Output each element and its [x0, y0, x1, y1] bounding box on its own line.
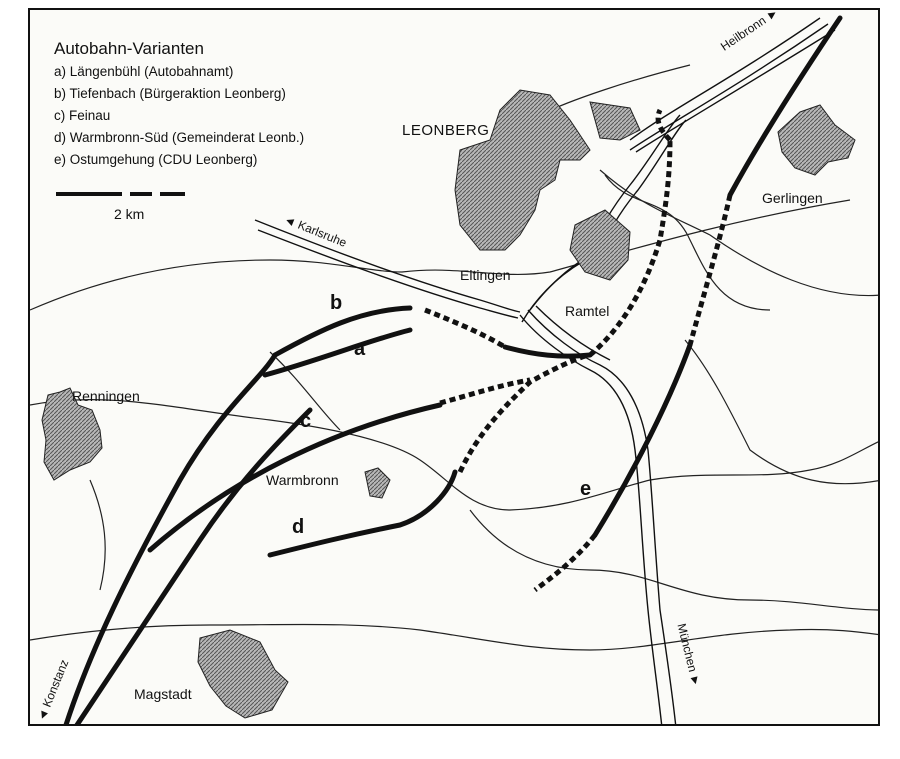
route-c-solid: [147, 402, 443, 553]
legend-item-d: d) Warmbronn-Süd (Gemeinderat Leonb.): [54, 130, 305, 145]
map-drawing: [30, 15, 878, 724]
legend: Autobahn-Varianten a) Längenbühl (Autoba…: [54, 38, 304, 171]
route-a-solid: [262, 327, 413, 378]
scale: 2 km: [54, 190, 244, 230]
legend-item-e: e) Ostumgehung (CDU Leonberg): [54, 152, 258, 167]
route-b-west-solid: [74, 407, 313, 724]
town-gerlingen-area: [777, 104, 856, 176]
variant-label-b: b: [330, 292, 343, 314]
legend-title: Autobahn-Varianten: [54, 39, 204, 58]
variant-label-c: c: [300, 410, 312, 432]
legend-item-b: b) Tiefenbach (Bürgeraktion Leonberg): [54, 86, 286, 101]
variant-label-d: d: [292, 516, 305, 538]
place-warmbronn: Warmbronn: [266, 472, 339, 488]
map-frame: Autobahn-Varianten a) Längenbühl (Autoba…: [28, 8, 880, 726]
route-e-south-solid: [592, 342, 693, 538]
town-warmbronn-area: [364, 467, 391, 499]
legend-item-c: c) Feinau: [54, 108, 111, 123]
town-magstadt-area: [197, 629, 289, 719]
place-magstadt: Magstadt: [134, 686, 192, 702]
legend-item-a: a) Längenbühl (Autobahnamt): [54, 64, 234, 79]
variant-label-a: a: [354, 338, 366, 360]
place-gerlingen: Gerlingen: [762, 190, 823, 206]
place-ramtel: Ramtel: [565, 303, 610, 319]
route-e-north-solid: [727, 15, 843, 198]
town-ramtel-area: [569, 209, 631, 281]
scale-label: 2 km: [114, 206, 145, 222]
town-areas: [41, 89, 856, 719]
place-renningen: Renningen: [72, 388, 140, 404]
place-eltingen: Eltingen: [460, 267, 511, 283]
place-leonberg: LEONBERG: [402, 122, 490, 139]
route-d-solid: [267, 469, 458, 558]
variant-label-e: e: [580, 478, 592, 500]
route-a-west-solid: [63, 352, 278, 724]
variant-dashed-routes: [424, 108, 733, 592]
variant-routes: [63, 15, 843, 724]
route-b-solid: [272, 305, 413, 358]
town-leonberg-east-area: [589, 101, 641, 141]
terrain-lines: [30, 64, 878, 651]
town-renningen-area: [41, 387, 103, 481]
town-leonberg-area: [454, 89, 591, 251]
